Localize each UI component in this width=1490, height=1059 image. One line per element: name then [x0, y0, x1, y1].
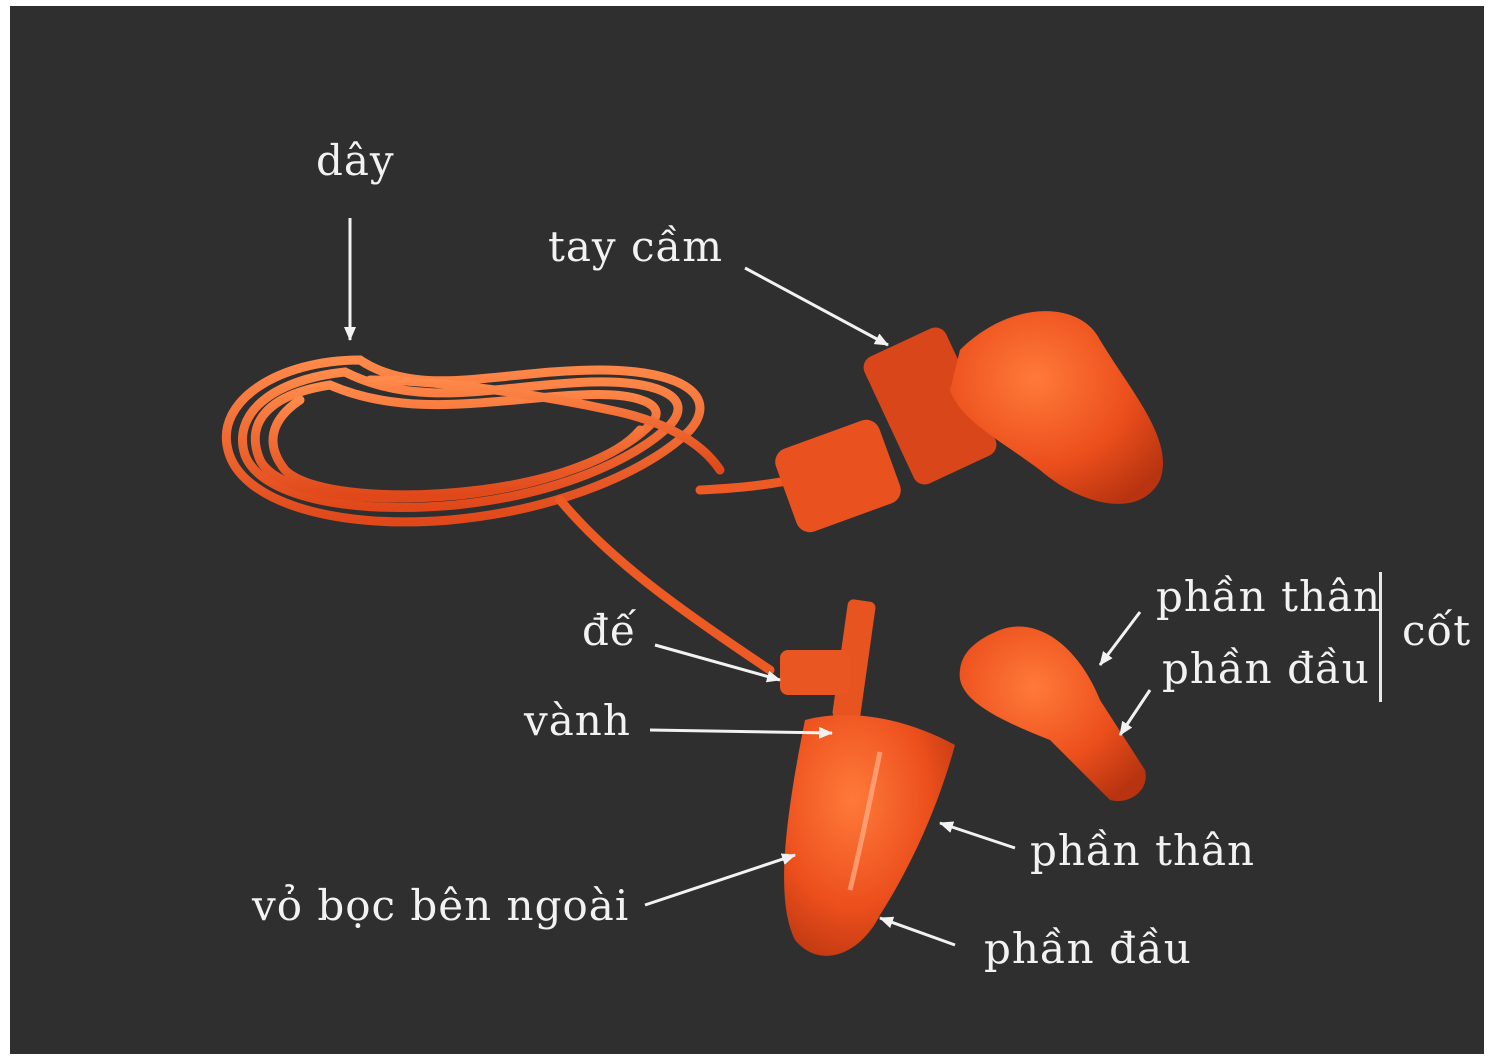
label-core-body: phần thân — [1156, 576, 1381, 618]
label-handle: tay cầm — [548, 226, 723, 268]
label-body: phần thân — [1030, 830, 1255, 872]
arrow-core-body — [1100, 612, 1140, 665]
label-core-tip: phần đầu — [1162, 648, 1370, 690]
upper-earplug — [771, 311, 1163, 536]
arrow-core-tip — [1120, 690, 1150, 735]
arrow-body — [940, 823, 1015, 848]
label-base: đế — [582, 610, 637, 652]
label-tip: phần đầu — [984, 928, 1192, 970]
coiled-cord — [226, 360, 720, 522]
label-rim: vành — [524, 700, 631, 742]
arrow-outer-shell — [645, 855, 795, 905]
label-outer-shell: vỏ bọc bên ngoài — [252, 885, 629, 927]
label-core: cốt — [1402, 610, 1471, 652]
earplug-core — [960, 626, 1146, 800]
label-cord: dây — [316, 140, 395, 182]
arrow-tip — [880, 918, 955, 945]
arrow-handle — [745, 268, 888, 345]
lower-earplug — [780, 599, 955, 956]
